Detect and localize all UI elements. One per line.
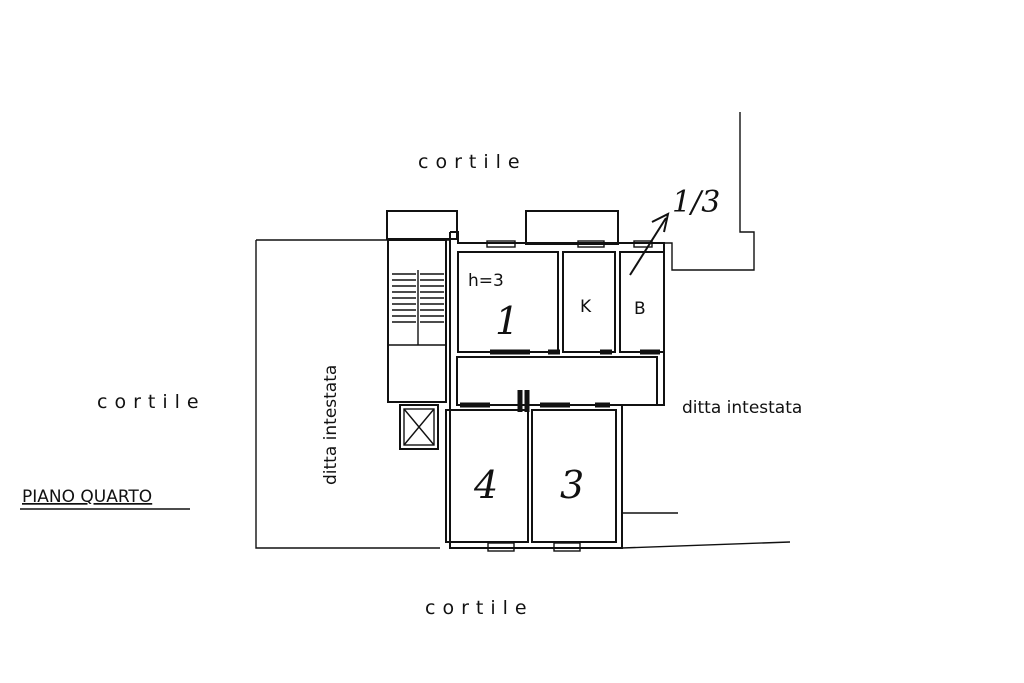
kitchen-label: K [580, 297, 592, 317]
stair-block [387, 239, 447, 403]
door-marks [460, 349, 660, 412]
apartment-walls [445, 231, 665, 549]
elevator-symbol [399, 404, 439, 450]
windows [486, 240, 653, 552]
room-1-label: 1 [495, 299, 519, 343]
room-4-label: 4 [473, 463, 498, 507]
arrow-icon [629, 212, 670, 276]
courtyard-left-label: cortile [97, 391, 206, 413]
bathroom-label: B [634, 299, 646, 319]
floor-title: PIANO QUARTO [22, 487, 152, 507]
neighbor-right-label: ditta intestata [682, 398, 802, 418]
courtyard-bottom-label: cortile [425, 597, 534, 619]
courtyard-top-label: cortile [418, 151, 527, 173]
sheet-ref-label: 1/3 [672, 185, 720, 220]
room-3-label: 3 [560, 463, 584, 507]
ceiling-height-label: h=3 [468, 271, 504, 291]
stair-steps [392, 273, 444, 323]
neighbor-left-label: ditta intestata [321, 365, 341, 485]
